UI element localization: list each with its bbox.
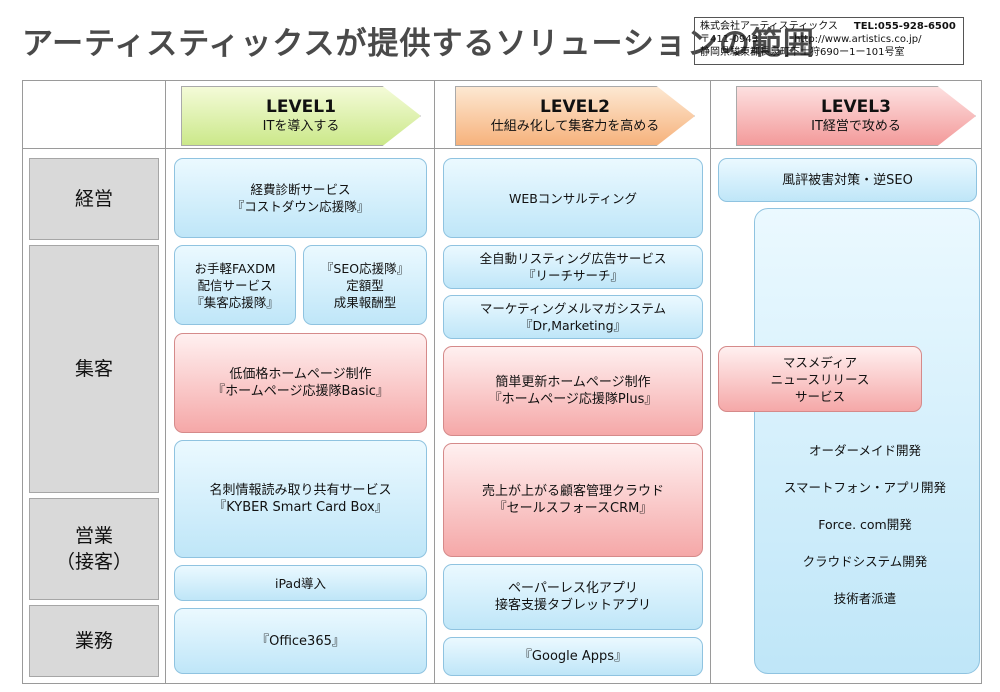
solution-grid	[22, 80, 982, 684]
grid-divider	[710, 80, 711, 684]
level2-arrow: LEVEL2 仕組み化して集客力を高める	[455, 86, 695, 146]
list-item[interactable]: スマートフォン・アプリ開発	[783, 480, 947, 495]
grid-divider	[165, 80, 166, 684]
service-listing[interactable]: 全自動リスティング広告サービス 『リーチサーチ』	[443, 245, 703, 289]
service-office365[interactable]: 『Office365』	[174, 608, 427, 674]
service-salesforce[interactable]: 売上が上がる顧客管理クラウド 『セールスフォースCRM』	[443, 443, 703, 557]
service-cost-down[interactable]: 経費診断サービス 『コストダウン応援隊』	[174, 158, 427, 238]
service-hp-plus[interactable]: 簡単更新ホームページ制作 『ホームページ応援隊Plus』	[443, 346, 703, 436]
category-eigyo: 営業 （接客）	[29, 498, 159, 600]
category-shukyaku: 集客	[29, 245, 159, 493]
service-hp-basic[interactable]: 低価格ホームページ制作 『ホームページ応援隊Basic』	[174, 333, 427, 433]
company-info: 株式会社アーティスティックス TEL:055-928-6500 〒411-0943…	[694, 17, 964, 65]
list-item[interactable]: Force. com開発	[818, 517, 912, 532]
service-web-consulting[interactable]: WEBコンサルティング	[443, 158, 703, 238]
company-postal: 〒411-0943	[700, 34, 759, 45]
list-item[interactable]: オーダーメイド開発	[808, 443, 921, 458]
level-desc: ITを導入する	[262, 119, 340, 134]
service-marketing[interactable]: マーケティングメルマガシステム 『Dr,Marketing』	[443, 295, 703, 339]
list-item[interactable]: 技術者派遣	[833, 591, 897, 606]
service-paperless[interactable]: ペーパーレス化アプリ 接客支援タブレットアプリ	[443, 564, 703, 630]
company-url: http://www.artistics.co.jp/	[794, 34, 922, 45]
level-name: LEVEL3	[821, 97, 891, 117]
service-card-box[interactable]: 名刺情報読み取り共有サービス 『KYBER Smart Card Box』	[174, 440, 427, 558]
level3-development-panel	[754, 208, 980, 674]
service-massmedia[interactable]: マスメディア ニュースリリース サービス	[718, 346, 922, 412]
category-gyomu: 業務	[29, 605, 159, 677]
development-list: オーダーメイド開発 スマートフォン・アプリ開発 Force. com開発 クラウ…	[770, 432, 960, 617]
grid-divider	[22, 148, 982, 149]
service-ipad[interactable]: iPad導入	[174, 565, 427, 601]
level1-arrow: LEVEL1 ITを導入する	[181, 86, 421, 146]
service-fuhyo[interactable]: 風評被害対策・逆SEO	[718, 158, 977, 202]
service-google-apps[interactable]: 『Google Apps』	[443, 637, 703, 676]
grid-divider	[434, 80, 435, 684]
level-name: LEVEL2	[540, 97, 610, 117]
level-desc: 仕組み化して集客力を高める	[490, 119, 660, 134]
level-name: LEVEL1	[266, 97, 336, 117]
category-keiei: 経営	[29, 158, 159, 240]
level3-arrow: LEVEL3 IT経営で攻める	[736, 86, 976, 146]
service-seo[interactable]: 『SEO応援隊』 定額型 成果報酬型	[303, 245, 427, 325]
company-tel: TEL:055-928-6500	[853, 21, 956, 32]
company-name: 株式会社アーティスティックス	[700, 21, 838, 32]
page-title: アーティスティックスが提供するソリューションの範囲	[22, 26, 815, 62]
level-desc: IT経営で攻める	[811, 119, 901, 134]
service-fax-dm[interactable]: お手軽FAXDM 配信サービス 『集客応援隊』	[174, 245, 296, 325]
list-item[interactable]: クラウドシステム開発	[802, 554, 928, 569]
company-address: 静岡県駿東郡長泉町下土狩690ー1ー101号室	[700, 47, 905, 58]
